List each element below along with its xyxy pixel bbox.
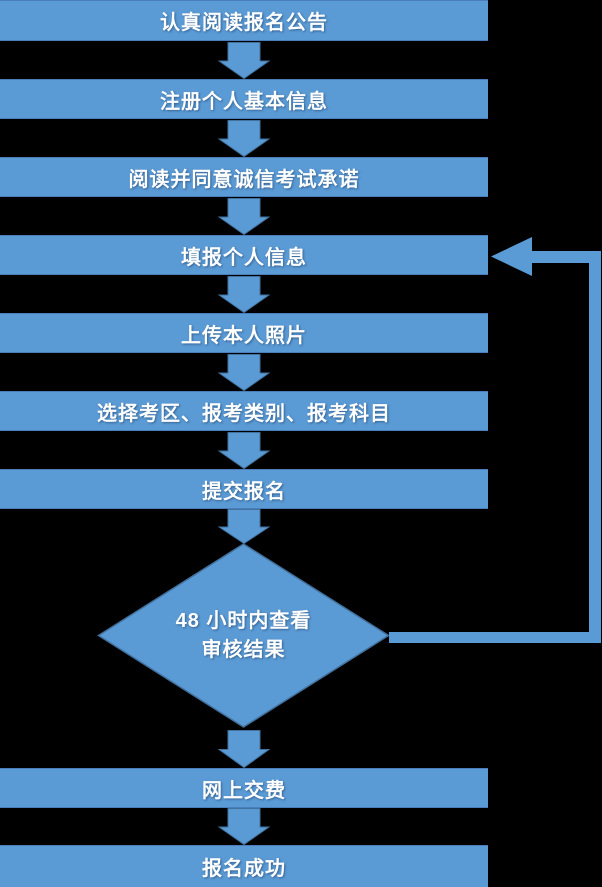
down-arrow-icon [218,354,270,391]
flow-step-register-basic-info: 注册个人基本信息 [0,79,488,119]
down-arrow-icon [218,120,270,157]
decision-diamond [97,543,390,728]
feedback-line-top [532,251,601,263]
flow-step-label: 认真阅读报名公告 [160,12,328,34]
down-arrow-icon [218,808,270,845]
flow-step-fill-personal-info: 填报个人信息 [0,235,488,275]
flow-step-label: 上传本人照片 [181,324,307,347]
flow-step-label: 注册个人基本信息 [160,90,328,113]
flow-step-label: 报名成功 [202,858,286,880]
flow-step-label: 阅读并同意诚信考试承诺 [128,168,360,191]
flow-step-upload-photo: 上传本人照片 [0,313,488,353]
down-arrow-icon [218,276,270,313]
flow-step-read-announcement: 认真阅读报名公告 [0,0,488,41]
flow-step-label: 提交报名 [202,480,286,503]
flow-step-select-exam-options: 选择考区、报考类别、报考科目 [0,391,488,431]
feedback-line-bottom [389,632,601,643]
flow-step-label: 选择考区、报考类别、报考科目 [97,402,391,425]
flow-step-label: 网上交费 [202,779,286,802]
flow-step-agree-commitment: 阅读并同意诚信考试承诺 [0,157,488,197]
feedback-line-vertical [589,251,601,643]
down-arrow-icon [218,509,270,544]
flow-step-pay-online: 网上交费 [0,768,488,808]
flow-step-submit-registration: 提交报名 [0,469,488,509]
feedback-left-arrowhead-icon [491,237,532,276]
flow-step-registration-success: 报名成功 [0,845,488,887]
flow-step-label: 填报个人信息 [181,246,307,269]
down-arrow-icon [218,730,270,768]
down-arrow-icon [218,42,270,79]
down-arrow-icon [218,198,270,235]
down-arrow-icon [218,432,270,469]
